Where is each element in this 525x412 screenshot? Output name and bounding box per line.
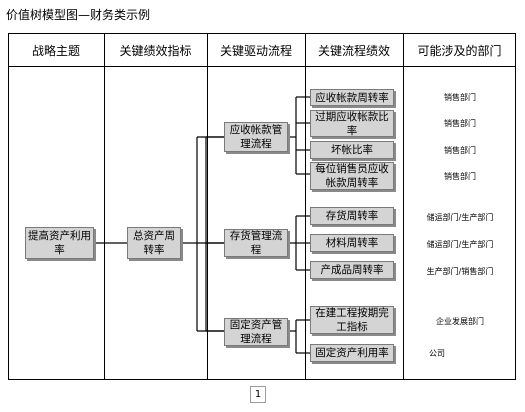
strategy-box: 提高资产利用率: [25, 227, 94, 259]
header-metric: 关键流程绩效: [317, 43, 390, 58]
metric-box: 应收帐款周转率: [310, 89, 394, 106]
column-divider: [207, 33, 208, 380]
metric-box: 材料周转率: [310, 234, 394, 252]
header-department: 可能涉及的部门: [417, 43, 502, 58]
department-label: 销售部门: [444, 172, 476, 181]
header-process: 关键驱动流程: [219, 43, 292, 58]
header-strategy: 战略主题: [31, 43, 80, 58]
kpi-box: 总资产周转率: [127, 227, 181, 259]
metric-box: 固定资产利用率: [310, 344, 394, 362]
metric-box: 过期应收帐款比率: [310, 110, 394, 137]
column-divider: [305, 33, 306, 380]
header-kpi: 关键绩效指标: [119, 43, 192, 58]
department-label: 销售部门: [444, 146, 476, 155]
page-title: 价值树模型图—财务类示例: [6, 8, 151, 22]
diagram-frame: [8, 33, 516, 380]
department-label: 销售部门: [444, 93, 476, 102]
metric-box: 存货周转率: [310, 207, 394, 225]
metric-box: 坏帐比率: [310, 141, 394, 159]
metric-box: 产成品周转率: [310, 261, 394, 279]
metric-box: 每位销售员应收帐款周转率: [310, 162, 394, 190]
column-divider: [403, 33, 404, 380]
process-box: 固定资产管理流程: [224, 318, 288, 346]
process-box: 应收帐款管理流程: [224, 122, 288, 152]
column-divider: [104, 33, 105, 380]
department-label: 储运部门/生产部门: [426, 213, 494, 222]
department-label: 生产部门/销售部门: [426, 267, 494, 276]
department-label: 公司: [429, 349, 445, 358]
header-divider: [8, 66, 516, 67]
metric-box: 在建工程按期完工指标: [310, 306, 394, 334]
page-number: 1: [250, 386, 266, 403]
department-label: 企业发展部门: [436, 317, 484, 326]
department-label: 储运部门/生产部门: [426, 240, 494, 249]
department-label: 销售部门: [444, 119, 476, 128]
process-box: 存货管理流程: [224, 229, 288, 257]
